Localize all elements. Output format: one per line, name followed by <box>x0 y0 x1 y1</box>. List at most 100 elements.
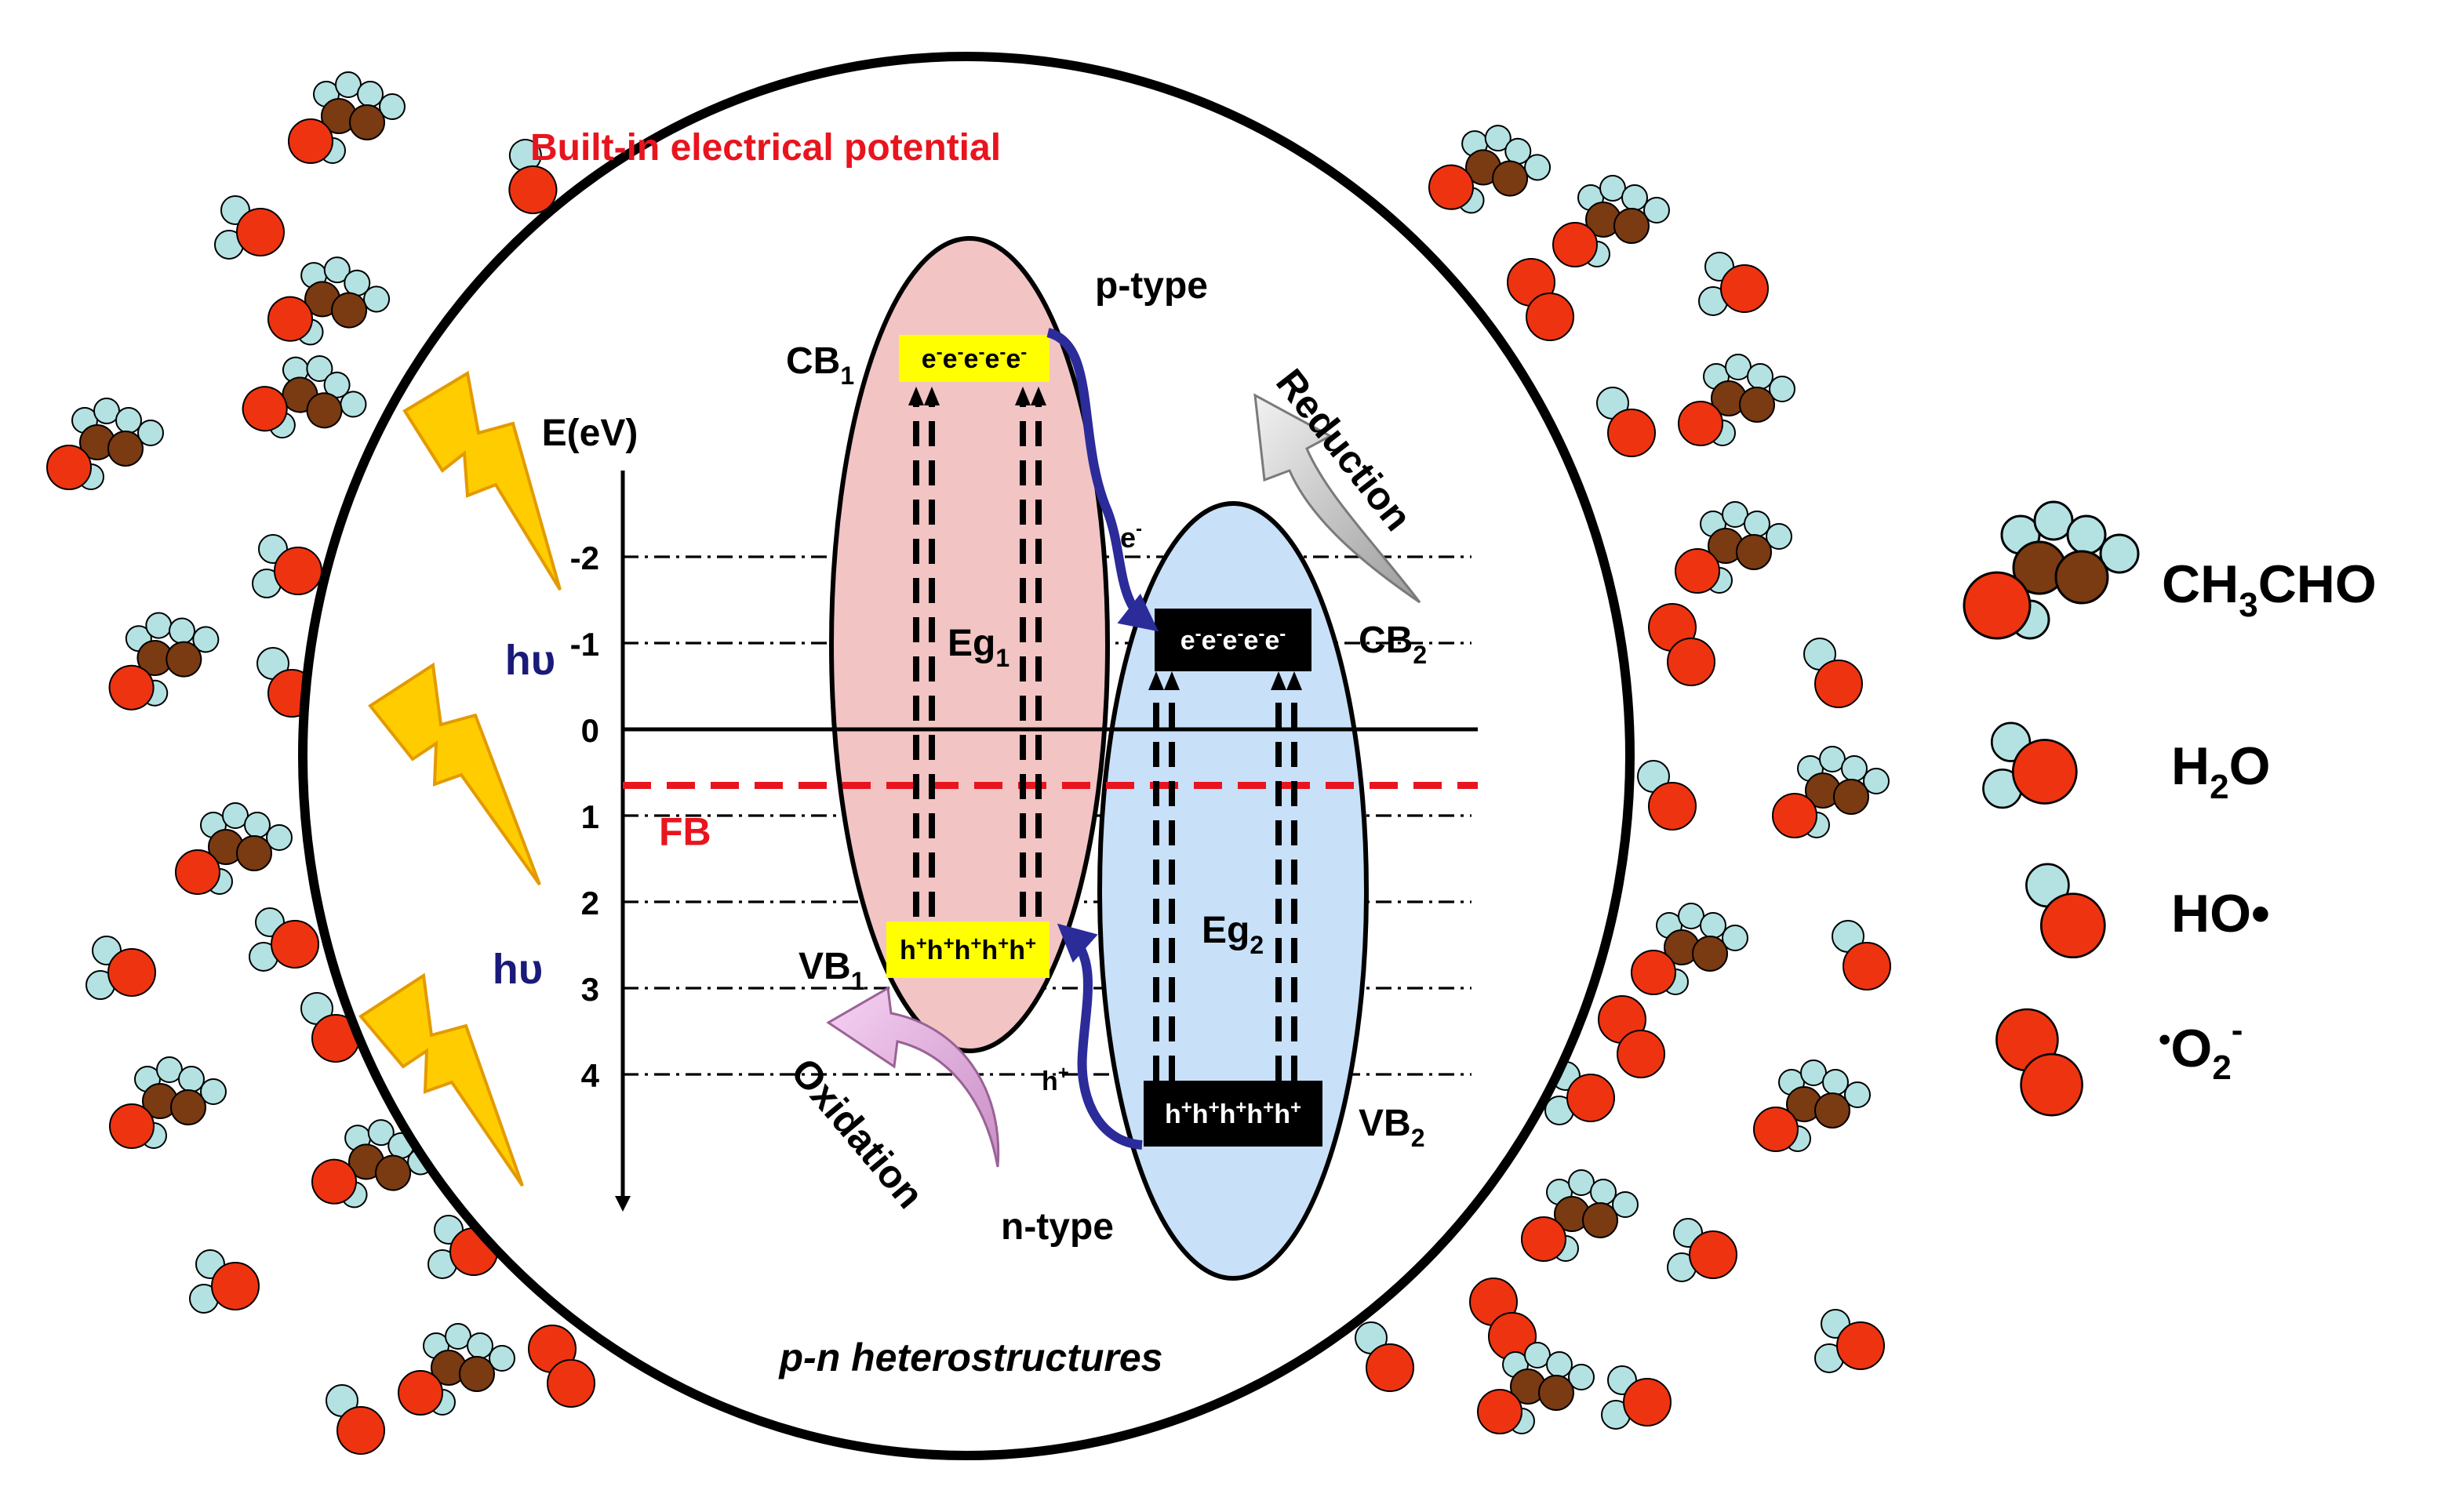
acetaldehyde-molecule <box>1772 746 1890 838</box>
eg1-label: Eg1 <box>948 623 1010 672</box>
energy-axis-ticks: -2 -1 0 1 2 3 4 <box>570 540 600 1094</box>
light-label-lower: hυ <box>493 946 543 993</box>
acetaldehyde-molecule <box>1477 1342 1595 1434</box>
water-molecule <box>1544 1061 1615 1125</box>
excitation-arrowhead <box>1015 387 1031 405</box>
water-molecule <box>1667 1218 1737 1282</box>
acetaldehyde-molecule <box>1675 501 1792 594</box>
water-molecule <box>249 907 319 972</box>
light-label-upper: hυ <box>505 637 555 684</box>
hydroxyl-radical <box>1803 638 1863 708</box>
n-vb-carriers: h+h+h+h+h+ <box>1165 1097 1301 1129</box>
lightning-icon <box>402 370 562 591</box>
superoxide-radical <box>1598 995 1665 1078</box>
water-molecule <box>214 195 285 260</box>
legend-acetaldehyde-icon <box>1963 500 2140 640</box>
acetaldehyde-molecule <box>267 256 391 346</box>
acetaldehyde-molecule <box>1678 354 1795 446</box>
tick-label: 4 <box>581 1057 600 1094</box>
transfer-hole-label: h+ <box>1042 1063 1069 1096</box>
water-molecule <box>252 534 322 598</box>
reduction-arrow <box>1253 393 1421 604</box>
legend-superoxide-icon <box>1995 1008 2083 1117</box>
energy-axis-label: E(eV) <box>542 413 638 454</box>
tick-label: 1 <box>581 798 599 835</box>
legend-hydroxyl-icon <box>2025 863 2106 959</box>
water-molecule <box>1601 1365 1672 1430</box>
species-legend: CH3CHO H2O HO• •O2- <box>1963 500 2377 1117</box>
cb1-label: CB1 <box>786 340 854 390</box>
acetaldehyde-molecule <box>1753 1059 1871 1152</box>
water-molecule <box>1814 1309 1885 1373</box>
hydroxyl-radical <box>300 992 360 1063</box>
lightning-icon <box>368 662 541 886</box>
excitation-arrowhead <box>1286 671 1302 690</box>
hydroxyl-radical <box>1355 1321 1414 1392</box>
p-cb-box <box>899 335 1050 382</box>
tick-label: 2 <box>581 885 599 921</box>
excitation-arrowhead <box>1271 671 1286 690</box>
water-molecule <box>85 936 156 1000</box>
hydroxyl-radical <box>1637 760 1697 831</box>
hydroxyl-radical <box>1596 387 1656 457</box>
water-molecule <box>189 1249 260 1314</box>
legend-label-ho-radical: HO• <box>2171 884 2270 943</box>
acetaldehyde-molecule <box>242 355 367 439</box>
p-vb-carriers: h+h+h+h+h+ <box>900 933 1036 965</box>
heterostructure-caption: p-n heterostructures <box>778 1336 1163 1379</box>
acetaldehyde-molecule <box>175 802 293 895</box>
acetaldehyde-molecule <box>1631 903 1748 995</box>
vb1-label: VB1 <box>799 946 864 995</box>
transfer-electron-label: e- <box>1120 518 1142 554</box>
fermi-level-label: FB <box>659 810 711 854</box>
n-vb-box <box>1144 1081 1322 1147</box>
electron-transfer-arrow <box>1046 328 1159 632</box>
superoxide-radical <box>1469 1278 1537 1361</box>
n-cb-carriers: e-e-e-e-e- <box>1180 623 1286 656</box>
tick-label: 3 <box>581 971 599 1008</box>
excitation-arrowhead <box>1164 671 1180 690</box>
legend-label-h2o: H2O <box>2171 736 2271 806</box>
vb2-label: VB2 <box>1359 1103 1424 1152</box>
acetaldehyde-molecule <box>108 612 220 711</box>
n-cb-box <box>1155 609 1311 671</box>
excitation-arrowhead <box>908 387 924 405</box>
lightning-icon <box>358 972 524 1187</box>
legend-water-icon <box>1982 721 2078 809</box>
tick-label: -1 <box>570 626 599 663</box>
acetaldehyde-molecule <box>1552 175 1670 267</box>
acetaldehyde-molecule <box>46 398 164 490</box>
oxidation-arrow <box>826 986 1000 1168</box>
water-molecule <box>1698 252 1769 316</box>
superoxide-radical <box>1507 258 1574 341</box>
eg2-label: Eg2 <box>1202 910 1264 959</box>
acetaldehyde-molecule <box>1521 1169 1639 1262</box>
superoxide-radical <box>1648 603 1715 686</box>
p-type-label: p-type <box>1095 265 1208 307</box>
band-edges: e-e-e-e-e-h+h+h+h+h+ e-e-e-e-e-h+h+h+h+h+ <box>886 335 1322 1147</box>
legend-label-ch3cho: CH3CHO <box>2162 554 2377 624</box>
excitation-arrowhead <box>1148 671 1164 690</box>
hydroxyl-radical <box>1832 920 1891 990</box>
excitation-arrowhead <box>924 387 940 405</box>
acetaldehyde-molecule <box>109 1056 227 1149</box>
excitation-arrowhead <box>1031 387 1046 405</box>
tick-label: 0 <box>581 712 599 749</box>
p-vb-box <box>886 921 1050 978</box>
hydroxyl-radical <box>508 139 558 215</box>
legend-label-superoxide: •O2- <box>2159 1011 2243 1087</box>
cb2-label: CB2 <box>1359 620 1427 669</box>
hole-transfer-arrow <box>1057 923 1143 1150</box>
n-type-label: n-type <box>1001 1206 1114 1248</box>
acetaldehyde-molecule <box>288 71 406 164</box>
p-cb-carriers: e-e-e-e-e- <box>922 342 1028 374</box>
tick-label: -2 <box>570 540 599 576</box>
acetaldehyde-molecule <box>398 1323 515 1416</box>
energy-levels-overlay: FB <box>623 727 1478 854</box>
hydroxyl-radical <box>326 1384 385 1455</box>
superoxide-radical <box>528 1325 595 1408</box>
built-in-potential-title: Built-in electrical potential <box>530 127 1001 169</box>
excitation-arrows <box>908 387 1302 1081</box>
acetaldehyde-molecule <box>1428 125 1552 214</box>
